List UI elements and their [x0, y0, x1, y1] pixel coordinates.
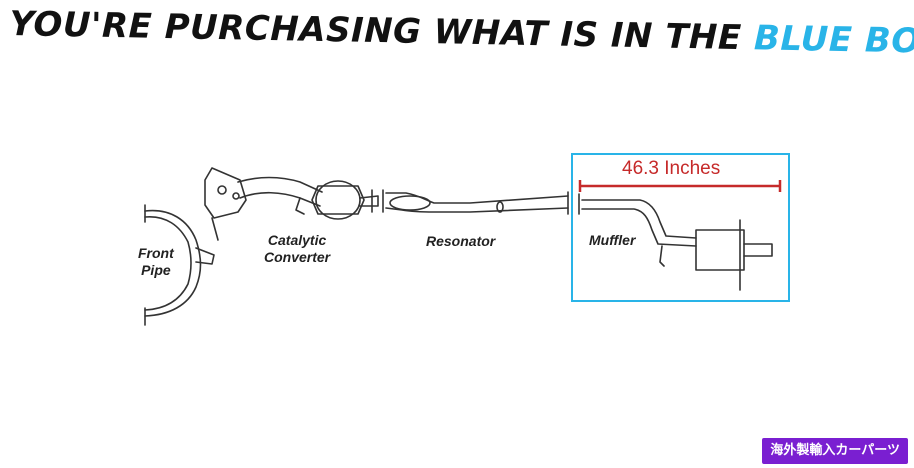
front-pipe-label-line2: Pipe	[141, 262, 171, 278]
resonator-drawing	[382, 189, 569, 215]
front-pipe-drawing	[144, 204, 215, 326]
measurement-label: 46.3 Inches	[622, 158, 721, 179]
import-parts-badge: 海外製輸入カーパーツ	[762, 438, 908, 464]
catalytic-converter-label: Catalytic Converter	[264, 232, 330, 266]
measurement-line	[578, 180, 782, 192]
muffler-label: Muffler	[589, 232, 636, 248]
catalytic-label-line2: Converter	[264, 249, 331, 265]
resonator-label: Resonator	[426, 233, 496, 249]
catalytic-label-line1: Catalytic	[267, 232, 327, 248]
muffler-drawing	[578, 193, 773, 291]
front-pipe-label-line1: Front	[138, 245, 174, 261]
blue-box-highlight	[571, 153, 790, 302]
catalytic-converter-drawing	[204, 167, 379, 241]
front-pipe-label: Front Pipe	[138, 245, 174, 279]
